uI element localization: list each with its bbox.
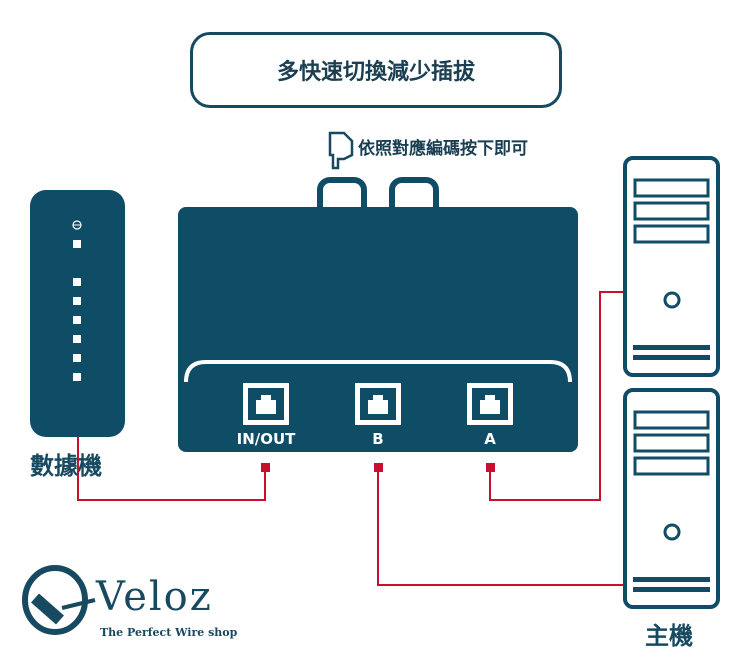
host-label: 主機 — [645, 622, 693, 650]
host-tower-1 — [623, 156, 720, 377]
logo-tagline: The Perfect Wire shop — [100, 626, 238, 639]
cable-modem — [77, 437, 266, 501]
modem-label: 數據機 — [30, 452, 102, 480]
connector-inout — [261, 463, 270, 472]
cables — [77, 291, 625, 586]
port-b — [355, 383, 401, 425]
title-box: 多快速切換減少插拔 — [190, 32, 562, 108]
cable-a — [489, 291, 625, 501]
logo-name: Veloz — [96, 574, 213, 620]
port-inout — [243, 383, 289, 425]
port-label-b: B — [372, 430, 384, 448]
switch-box — [178, 177, 578, 452]
host-tower-2 — [623, 388, 720, 609]
veloz-logo-icon — [22, 565, 96, 635]
cable-b — [377, 467, 625, 586]
port-label-a: A — [484, 430, 496, 448]
hint-text: 依照對應編碼按下即可 — [358, 139, 528, 159]
port-label-inout: IN/OUT — [236, 430, 296, 448]
port-a — [467, 383, 513, 425]
pointing-hand-icon — [328, 131, 354, 170]
connector-a — [486, 463, 495, 472]
modem-icon — [30, 190, 125, 437]
connector-b — [374, 463, 383, 472]
